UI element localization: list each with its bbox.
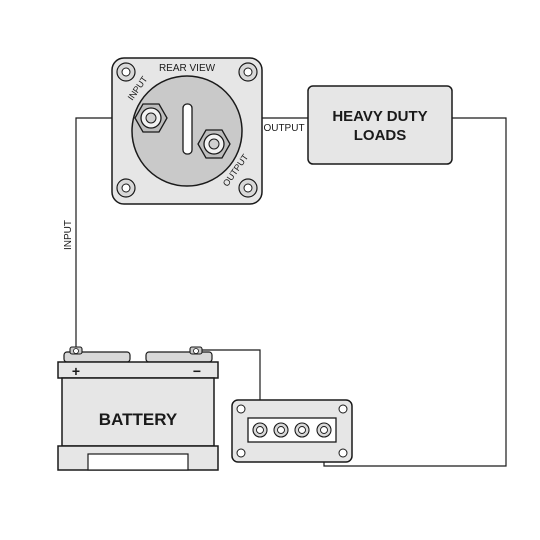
- switch-slot: [182, 103, 193, 155]
- negative-terminal: [145, 346, 213, 363]
- battery: + − BATTERY: [57, 346, 219, 471]
- negative-symbol: −: [193, 363, 201, 379]
- rear-view-label: REAR VIEW: [159, 63, 216, 74]
- corner-screw-bottom-right: [238, 178, 258, 198]
- busbar-screw-br: [338, 448, 348, 458]
- negative-busbar: [231, 399, 353, 463]
- busbar-terminal-4: [316, 422, 332, 438]
- loads-label-line1: HEAVY DUTY: [332, 108, 427, 125]
- busbar-screw-tl: [236, 404, 246, 414]
- heavy-duty-loads-box: HEAVY DUTY LOADS: [307, 85, 453, 165]
- corner-screw-top-left: [116, 62, 136, 82]
- loads-label-line2: LOADS: [354, 127, 407, 144]
- positive-symbol: +: [72, 363, 80, 379]
- battery-switch: REAR VIEW INPUT OUTPUT: [111, 57, 263, 205]
- corner-screw-top-right: [238, 62, 258, 82]
- battery-body: [61, 377, 215, 447]
- battery-base-foot: [87, 453, 189, 471]
- positive-terminal: [63, 346, 131, 363]
- output-post: [197, 129, 231, 159]
- busbar-terminal-2: [273, 422, 289, 438]
- corner-screw-bottom-left: [116, 178, 136, 198]
- busbar-screw-bl: [236, 448, 246, 458]
- busbar-terminal-3: [294, 422, 310, 438]
- output-wire-label: OUTPUT: [263, 123, 304, 134]
- input-post: [134, 103, 168, 133]
- battery-label: BATTERY: [99, 410, 178, 429]
- busbar-terminal-1: [252, 422, 268, 438]
- input-wire: [75, 117, 112, 352]
- busbar-screw-tr: [338, 404, 348, 414]
- input-wire-label: INPUT: [63, 220, 74, 250]
